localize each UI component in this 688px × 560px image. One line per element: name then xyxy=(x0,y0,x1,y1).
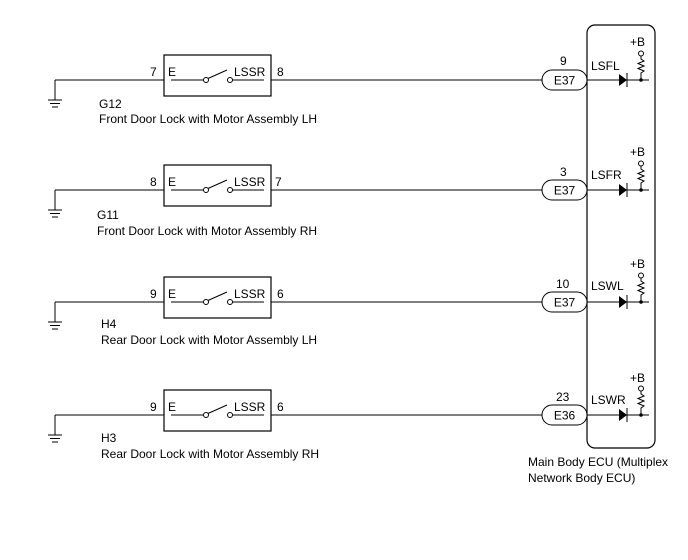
pullup-resistor-icon xyxy=(587,385,649,422)
ground-icon xyxy=(48,80,62,108)
door-lock-switch-box xyxy=(163,276,272,319)
circuit-front-door-lh: 7 8 E LSSR G12 Front Door Lock with Moto… xyxy=(48,35,649,126)
switch-e-label: E xyxy=(168,287,176,301)
switch-lssr-label: LSSR xyxy=(234,400,266,414)
ecu-terminal-name: LSFR xyxy=(591,168,622,182)
ground-icon xyxy=(48,302,62,330)
ecu-pin-number: 23 xyxy=(556,390,570,404)
ground-icon xyxy=(48,415,62,443)
circuit-rear-door-rh: 9 6 E LSSR H3 Rear Door Lock with Motor … xyxy=(48,371,649,461)
pullup-resistor-icon xyxy=(587,272,649,309)
component-name: Front Door Lock with Motor Assembly LH xyxy=(99,112,317,126)
left-pin-number: 9 xyxy=(150,287,157,301)
ecu-pin-number: 9 xyxy=(560,54,567,68)
switch-icon xyxy=(171,404,264,418)
pullup-resistor-icon xyxy=(587,50,649,87)
ecu-terminal-name: LSWR xyxy=(591,393,626,407)
right-pin-number: 8 xyxy=(277,65,284,79)
ecu-pin-number: 10 xyxy=(556,277,570,291)
supply-label: +B xyxy=(630,145,645,159)
switch-e-label: E xyxy=(168,400,176,414)
door-lock-switch-box xyxy=(163,54,272,97)
circuit-rear-door-lh: 9 6 E LSSR H4 Rear Door Lock with Motor … xyxy=(48,257,649,347)
left-pin-number: 9 xyxy=(150,400,157,414)
component-name: Rear Door Lock with Motor Assembly RH xyxy=(101,447,319,461)
ecu-terminal-name: LSWL xyxy=(591,279,624,293)
ecu-connector-id: E36 xyxy=(554,409,576,423)
supply-label: +B xyxy=(630,371,645,385)
left-pin-number: 7 xyxy=(150,65,157,79)
ecu-pin-number: 3 xyxy=(560,165,567,179)
door-lock-switch-box xyxy=(163,389,272,432)
ecu-terminal-name: LSFL xyxy=(591,59,620,73)
component-name: Rear Door Lock with Motor Assembly LH xyxy=(101,333,317,347)
ecu-name-line2: Network Body ECU) xyxy=(528,471,635,485)
ecu-connector-id: E37 xyxy=(554,74,576,88)
ground-icon xyxy=(48,190,62,218)
right-pin-number: 7 xyxy=(275,175,282,189)
switch-lssr-label: LSSR xyxy=(234,175,266,189)
right-pin-number: 6 xyxy=(277,400,284,414)
connector-id: H4 xyxy=(101,317,117,331)
ecu-connector-id: E37 xyxy=(554,184,576,198)
switch-icon xyxy=(171,179,264,193)
right-pin-number: 6 xyxy=(277,287,284,301)
component-name: Front Door Lock with Motor Assembly RH xyxy=(97,224,317,238)
circuit-front-door-rh: 8 7 E LSSR G11 Front Door Lock with Moto… xyxy=(48,145,649,238)
switch-e-label: E xyxy=(168,65,176,79)
connector-id: G12 xyxy=(99,97,122,111)
left-pin-number: 8 xyxy=(150,175,157,189)
switch-lssr-label: LSSR xyxy=(234,287,266,301)
connector-id: G11 xyxy=(97,208,119,222)
connector-id: H3 xyxy=(101,431,117,445)
switch-e-label: E xyxy=(168,175,176,189)
switch-lssr-label: LSSR xyxy=(234,65,266,79)
ecu-box xyxy=(586,24,656,449)
pullup-resistor-icon xyxy=(587,160,649,197)
ecu-connector-id: E37 xyxy=(554,296,576,310)
switch-icon xyxy=(171,69,264,83)
ecu-name-line1: Main Body ECU (Multiplex xyxy=(528,455,668,469)
supply-label: +B xyxy=(630,257,645,271)
door-lock-switch-box xyxy=(163,164,272,207)
supply-label: +B xyxy=(630,35,645,49)
switch-icon xyxy=(171,291,264,305)
